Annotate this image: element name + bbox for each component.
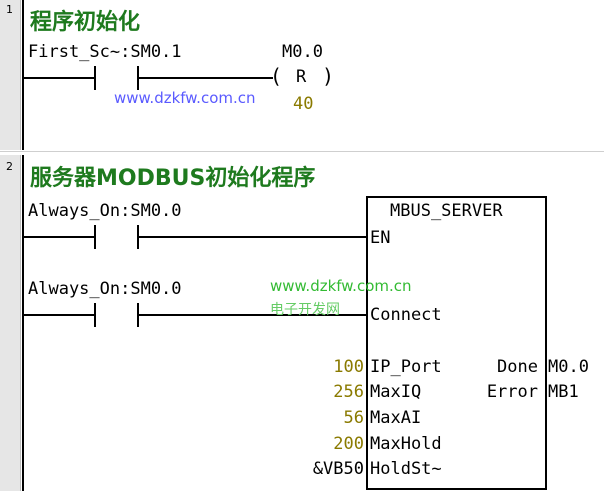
output-error-value[interactable]: MB1: [548, 382, 579, 402]
network-2-wire-1-right: [139, 236, 368, 238]
pin-ip-port: IP_Port: [370, 357, 442, 377]
pin-connect: Connect: [370, 305, 442, 325]
input-maxiq-value[interactable]: 256: [333, 382, 364, 402]
network-1-contact-left-bar[interactable]: [94, 66, 96, 90]
mbus-server-block[interactable]: [366, 196, 547, 490]
watermark-url-2: www.dzkfw.com.cn: [270, 277, 412, 295]
network-2-contact-1-left-bar[interactable]: [94, 225, 96, 249]
network-1-gutter: [0, 0, 21, 150]
network-2-gutter: [0, 155, 21, 491]
input-maxai-value[interactable]: 56: [343, 408, 364, 428]
network-1-wire-right: [139, 77, 273, 79]
block-name: MBUS_SERVER: [390, 201, 503, 221]
network-2-wire-2-left: [24, 314, 94, 316]
network-2-wire-2-right: [139, 314, 368, 316]
output-done-value[interactable]: M0.0: [548, 357, 589, 377]
network-1-power-rail: [22, 0, 24, 150]
network-1-contact-right-bar[interactable]: [137, 66, 139, 90]
input-ip-port-value[interactable]: 100: [333, 357, 364, 377]
network-2-contact-1-right-bar[interactable]: [137, 225, 139, 249]
pin-error: Error: [486, 382, 538, 402]
network-2-contact-2-right-bar[interactable]: [137, 303, 139, 327]
network-2-number: 2: [6, 160, 13, 173]
network-1-coil-address: M0.0: [282, 42, 323, 62]
pin-en: EN: [370, 228, 391, 248]
network-2-title[interactable]: 服务器MODBUS初始化程序: [30, 166, 316, 191]
network-1-number: 1: [6, 3, 13, 16]
pin-maxai: MaxAI: [370, 408, 422, 428]
network-2-contact-1-label: Always_On:SM0.0: [28, 201, 182, 221]
network-2-contact-2-label: Always_On:SM0.0: [28, 279, 182, 299]
network-1-title[interactable]: 程序初始化: [30, 10, 141, 35]
network-1-wire-left: [24, 77, 94, 79]
pin-holdst: HoldSt~: [370, 459, 442, 479]
network-1-coil-count: 40: [293, 94, 314, 114]
input-maxhold-value[interactable]: 200: [333, 434, 364, 454]
network-separator: [0, 151, 604, 152]
network-1-contact-label: First_Sc~:SM0.1: [28, 42, 182, 62]
network-1-coil-type: R: [296, 67, 307, 87]
pin-maxhold: MaxHold: [370, 434, 442, 454]
pin-maxiq: MaxIQ: [370, 382, 422, 402]
network-2-contact-2-left-bar[interactable]: [94, 303, 96, 327]
network-1-coil-open-paren[interactable]: (: [270, 64, 283, 88]
pin-done: Done: [497, 357, 538, 377]
network-2-wire-1-left: [24, 236, 94, 238]
watermark-url-1: www.dzkfw.com.cn: [114, 89, 256, 107]
watermark-cn: 电子开发网: [270, 302, 340, 318]
network-2-power-rail: [22, 155, 24, 491]
input-holdst-value[interactable]: &VB50: [312, 459, 364, 479]
network-1-coil-close-paren[interactable]: ): [322, 64, 335, 88]
